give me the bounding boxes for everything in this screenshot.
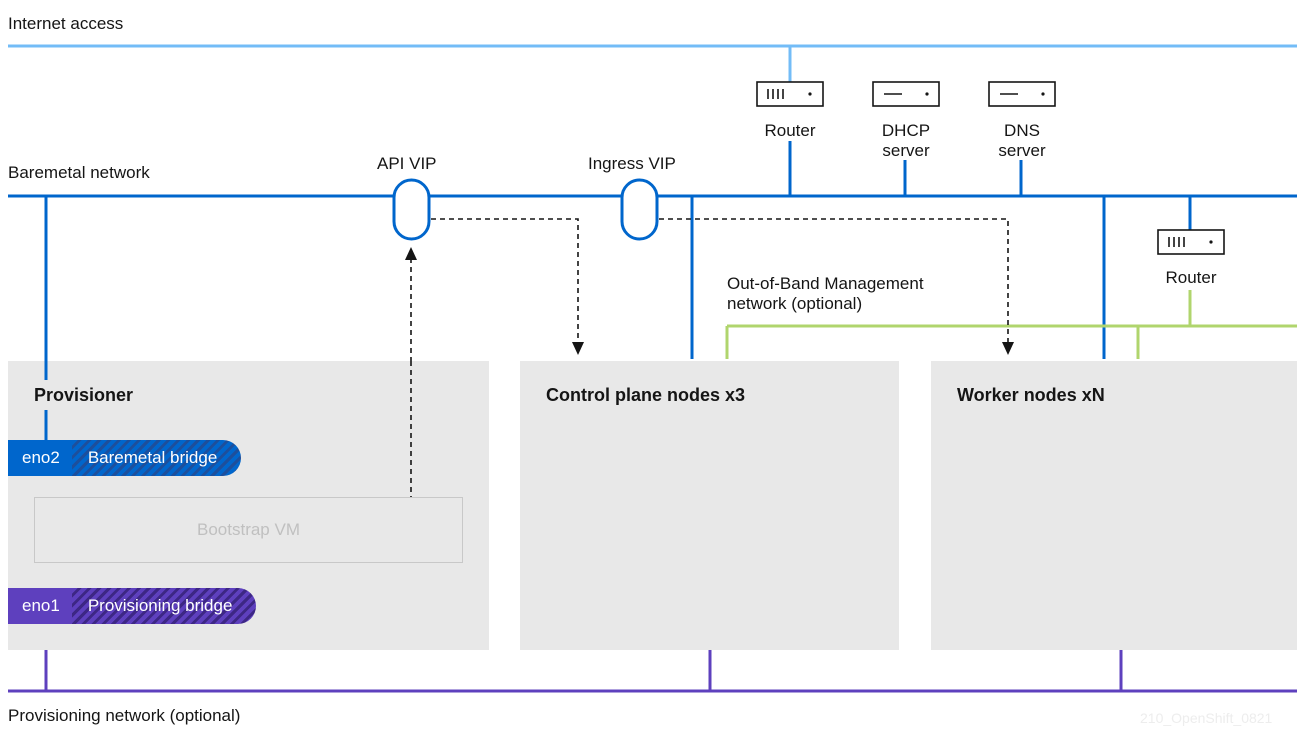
ingress-vip-capsule	[620, 178, 659, 241]
dns-label-line2: server	[998, 141, 1046, 160]
provisioning-network-label: Provisioning network (optional)	[8, 706, 241, 725]
router-right-icon	[1157, 229, 1225, 255]
control-plane-box	[520, 361, 899, 650]
worker-title: Worker nodes xN	[957, 385, 1105, 405]
dns-label-line1: DNS	[1004, 121, 1040, 140]
oob-network-label-line2: network (optional)	[727, 294, 863, 313]
figure-id-watermark: 210_OpenShift_0821	[1140, 710, 1273, 726]
bootstrap-vm-label: Bootstrap VM	[197, 520, 300, 539]
dhcp-label-line2: server	[882, 141, 930, 160]
router-right-label: Router	[1165, 268, 1217, 287]
provisioner-title: Provisioner	[34, 385, 134, 405]
dhcp-label-line1: DHCP	[881, 121, 931, 140]
bootstrap-vm-box: Bootstrap VM	[34, 497, 463, 563]
api-vip-label: API VIP	[377, 154, 437, 173]
dns-server-icon	[988, 81, 1056, 107]
baremetal-bridge: eno2 Baremetal bridge	[8, 440, 242, 476]
provisioning-bridge-label: Provisioning bridge	[71, 588, 257, 624]
provisioning-bridge: eno1 Provisioning bridge	[8, 588, 257, 624]
api-vip-capsule	[392, 178, 431, 241]
ingress-vip-label: Ingress VIP	[588, 154, 676, 173]
worker-box	[931, 361, 1297, 650]
internet-access-label: Internet access	[8, 14, 124, 33]
api-vip-to-control-arrow	[431, 218, 579, 342]
router-top-label: Router	[764, 121, 816, 140]
control-plane-title: Control plane nodes x3	[546, 385, 746, 405]
eno2-port-label: eno2	[8, 440, 72, 476]
baremetal-network-label: Baremetal network	[8, 163, 150, 182]
dhcp-server-icon	[872, 81, 940, 107]
router-top-icon	[756, 81, 824, 107]
oob-network-label-line1: Out-of-Band Management	[727, 274, 924, 293]
eno1-port-label: eno1	[8, 588, 72, 624]
baremetal-bridge-label: Baremetal bridge	[71, 440, 242, 476]
